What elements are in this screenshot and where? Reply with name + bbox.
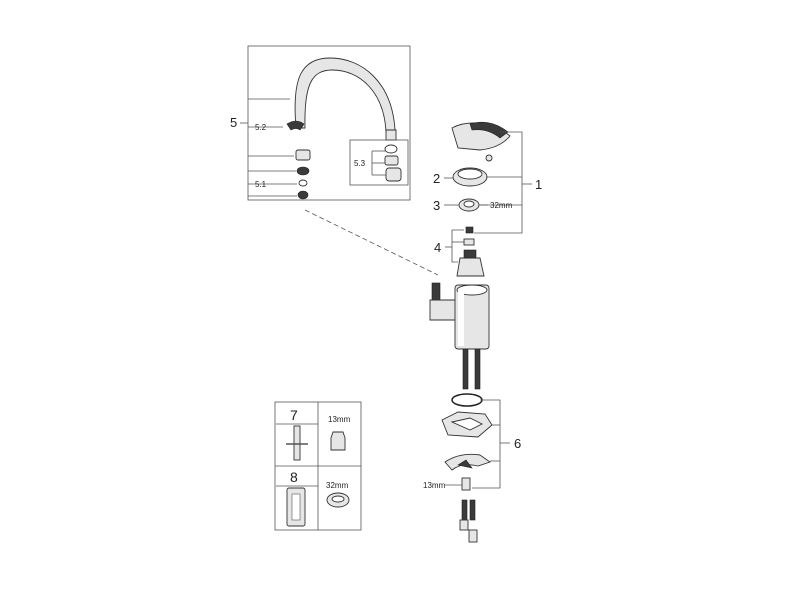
aerator-box — [349, 139, 409, 186]
supply-hose-icon — [461, 499, 468, 521]
spout-connector-icon — [431, 282, 441, 302]
callout-5: 5 — [230, 115, 237, 130]
small-part-icon — [465, 226, 474, 234]
callout-5-3: 5.3 — [354, 159, 366, 168]
dimension-32mm-part3: 32mm — [490, 201, 513, 210]
tool-key-icon — [293, 425, 301, 461]
tool-sleeve-slot-icon — [291, 493, 301, 521]
adapter-icon — [463, 238, 475, 246]
spout-group: 5 5.2 5.1 5.3 — [230, 45, 411, 201]
tools-group: 7 8 13mm 32mm — [274, 401, 362, 531]
nut-hole-icon — [463, 200, 475, 208]
plate-hole-icon — [450, 417, 484, 431]
supply-fitting-icon — [459, 519, 469, 531]
supply-fitting-2-icon — [468, 529, 478, 543]
callout-5-1: 5.1 — [255, 180, 267, 189]
spout-tip-icon — [385, 129, 397, 141]
cartridge-stem-icon — [463, 249, 477, 259]
supply-hose-2-icon — [469, 499, 476, 521]
nut-32-tool-hole-icon — [331, 495, 345, 503]
callout-5-2: 5.2 — [255, 123, 267, 132]
body-top-icon — [456, 284, 488, 296]
hose-left-icon — [462, 348, 469, 390]
seal-icon — [297, 190, 309, 200]
body-group — [429, 282, 490, 390]
nut-13-icon — [461, 477, 471, 491]
socket-13-icon — [330, 431, 346, 451]
callout-8: 8 — [290, 469, 298, 485]
hose-right-icon — [474, 348, 481, 390]
spout-icon — [294, 57, 396, 133]
callout-4: 4 — [434, 240, 441, 255]
connection-line — [304, 209, 439, 276]
callout-1: 1 — [535, 177, 542, 192]
screw-icon — [485, 154, 493, 162]
callout-2: 2 — [433, 171, 440, 186]
cartridge-icon — [456, 257, 485, 277]
aerator-mesh-icon — [384, 155, 399, 166]
dimension-13mm-tool7: 13mm — [328, 415, 351, 424]
gasket-icon — [451, 393, 483, 407]
clip-icon — [286, 120, 305, 131]
cover-top-icon — [457, 168, 483, 180]
mounting-group: 6 13mm — [423, 393, 521, 543]
body-highlight-icon — [458, 290, 464, 346]
aerator-icon — [385, 167, 402, 182]
dimension-32mm-tool8: 32mm — [326, 481, 349, 490]
washer-notch-icon — [457, 459, 473, 469]
washer-icon — [296, 166, 310, 176]
callout-6: 6 — [514, 436, 521, 451]
aerator-ring-icon — [384, 144, 398, 154]
nut-icon — [295, 149, 311, 161]
dimension-13mm-part6: 13mm — [423, 481, 446, 490]
callout-7: 7 — [290, 407, 298, 423]
lever-cap-icon — [469, 121, 509, 139]
handle-group: 1 2 3 32mm 4 — [433, 121, 542, 277]
callout-3: 3 — [433, 198, 440, 213]
o-ring-icon — [298, 179, 308, 187]
body-arm-icon — [429, 299, 457, 321]
